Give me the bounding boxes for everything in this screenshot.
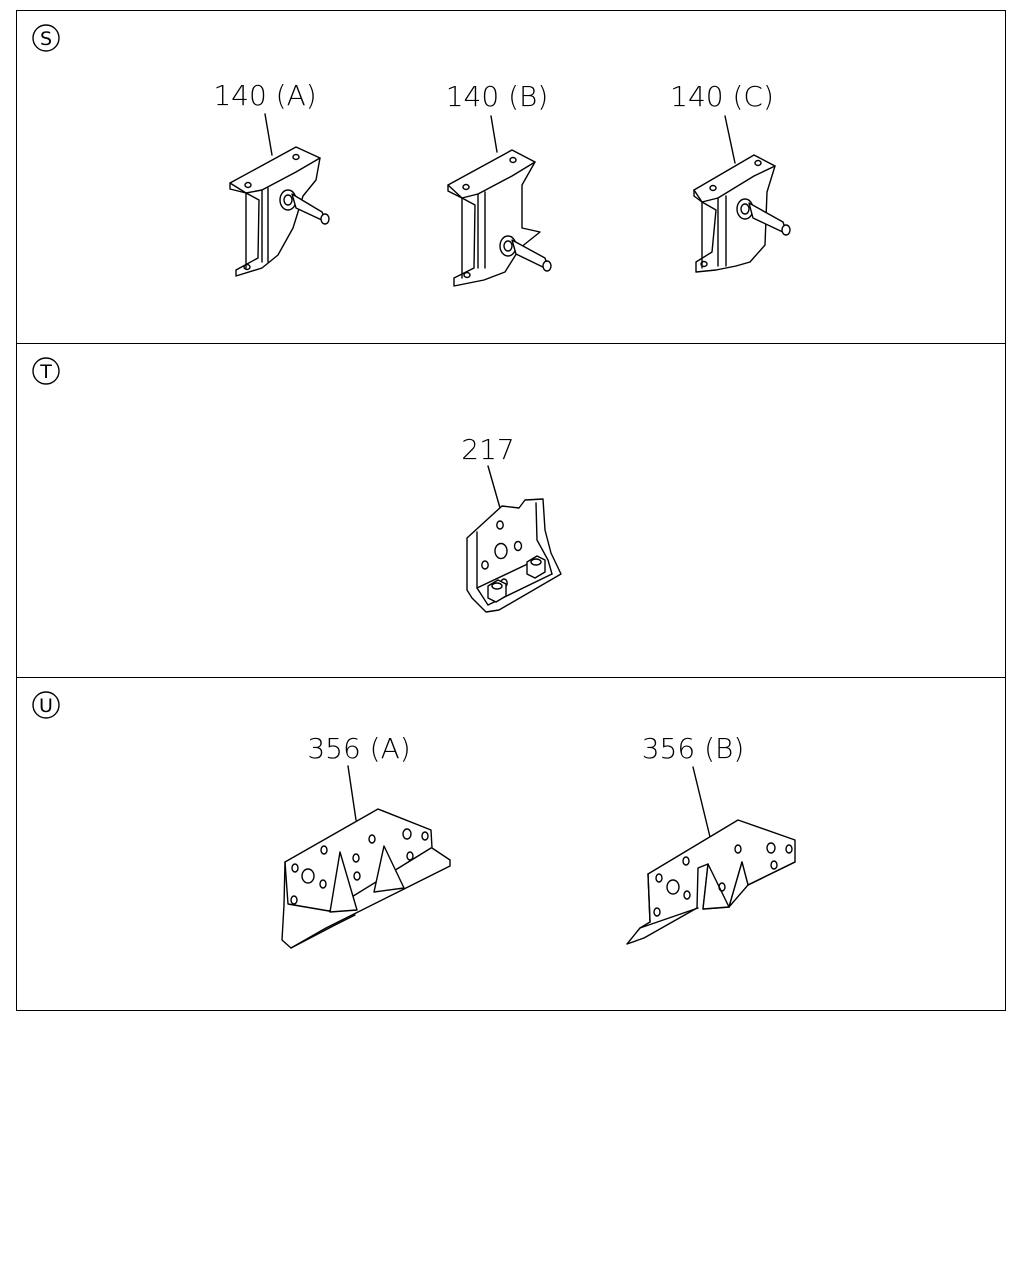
section-u-panel [16, 677, 1006, 1011]
leader-lines [264, 113, 736, 838]
section-u-marker: U [32, 691, 60, 719]
part-label-356b: 356 (B) [642, 732, 745, 765]
svg-text:T: T [39, 361, 52, 383]
bracket-217-illustration [466, 498, 562, 613]
svg-text:S: S [40, 28, 52, 50]
bracket-140b-illustration [447, 149, 552, 287]
part-label-356a: 356 (A) [307, 732, 410, 765]
section-t-marker: T [32, 357, 60, 385]
bracket-356b-illustration [626, 819, 796, 945]
part-label-217: 217 [461, 433, 514, 466]
part-label-140a: 140 (A) [213, 79, 316, 112]
part-label-140c: 140 (C) [670, 80, 774, 113]
bracket-140c-illustration [693, 154, 791, 273]
section-s-marker: S [32, 24, 60, 52]
bracket-356a-illustration [281, 808, 451, 949]
part-label-140b: 140 (B) [446, 80, 549, 113]
svg-text:U: U [39, 695, 53, 717]
bracket-140a-illustration [229, 146, 330, 277]
